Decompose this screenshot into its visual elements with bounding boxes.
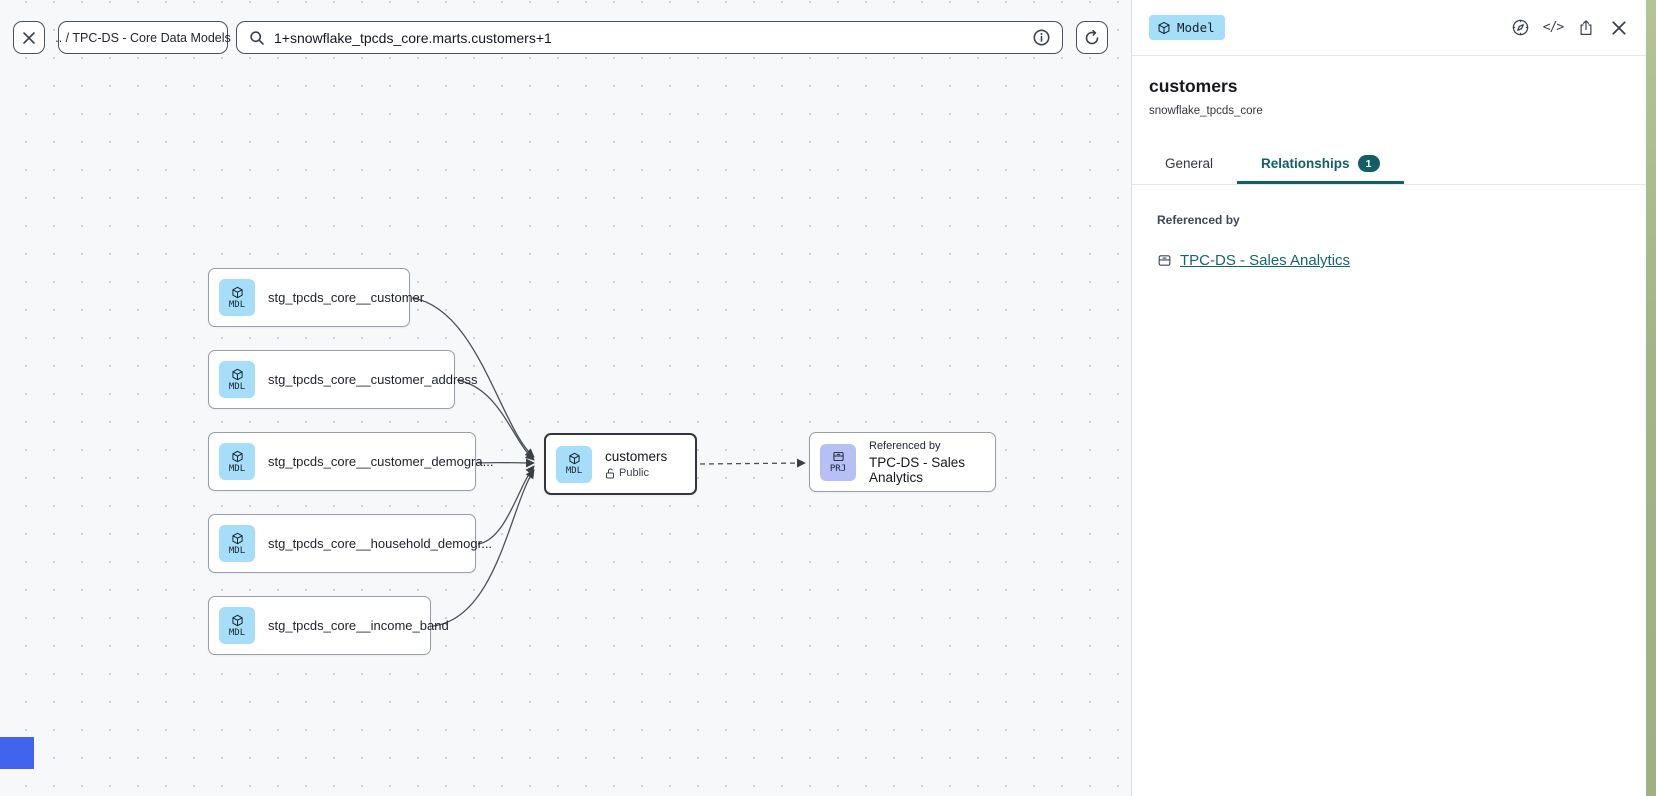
lineage-search-box bbox=[236, 21, 1063, 54]
node-label: stg_tpcds_core__household_demogr... bbox=[268, 536, 493, 551]
panel-title: customers bbox=[1149, 76, 1238, 96]
referenced-by-section: Referenced by TPC-DS - Sales Analytics bbox=[1132, 185, 1646, 269]
breadcrumb[interactable]: .. / TPC-DS - Core Data Models bbox=[55, 21, 231, 54]
node-customers-selected[interactable]: MDL customers Public bbox=[544, 433, 697, 495]
edge-customer bbox=[411, 297, 535, 458]
corner-indicator bbox=[0, 737, 34, 769]
panel-subtitle: snowflake_tpcds_core bbox=[1149, 105, 1263, 117]
edge-customer-address bbox=[456, 379, 535, 461]
referenced-by-heading: Referenced by bbox=[1157, 213, 1240, 227]
resource-type-label: Model bbox=[1177, 20, 1215, 35]
node-stg-tpcds-core-household-demographics[interactable]: MDL stg_tpcds_core__household_demogr... bbox=[208, 514, 492, 573]
edge-household-demographics bbox=[477, 465, 535, 545]
model-tile: MDL bbox=[219, 443, 255, 480]
node-type-label: MDL bbox=[565, 466, 583, 476]
referenced-project-link[interactable]: TPC-DS - Sales Analytics bbox=[1180, 252, 1351, 269]
node-label: stg_tpcds_core__customer bbox=[268, 290, 425, 305]
cube-icon bbox=[231, 450, 243, 462]
node-label: TPC-DS - Sales Analytics bbox=[869, 454, 966, 485]
node-type-label: MDL bbox=[228, 381, 246, 392]
project-icon bbox=[1158, 255, 1171, 266]
node-stg-tpcds-core-income-band[interactable]: MDL stg_tpcds_core__income_band bbox=[208, 596, 449, 655]
node-eyebrow: Referenced by bbox=[869, 439, 941, 452]
model-tile: MDL bbox=[219, 361, 255, 398]
resource-type-badge: Model bbox=[1149, 15, 1225, 40]
cube-icon bbox=[231, 532, 243, 544]
node-type-label: MDL bbox=[228, 299, 246, 310]
panel-header: Model </> bbox=[1132, 0, 1646, 56]
share-button[interactable] bbox=[1576, 18, 1596, 38]
project-icon bbox=[832, 451, 844, 462]
close-panel-button[interactable] bbox=[1609, 18, 1629, 38]
tab-relationships[interactable]: Relationships 1 bbox=[1237, 145, 1404, 184]
node-label: stg_tpcds_core__customer_address bbox=[268, 372, 478, 387]
model-tile: MDL bbox=[219, 525, 255, 562]
tab-count-badge: 1 bbox=[1357, 155, 1380, 172]
cube-icon bbox=[568, 452, 580, 465]
model-tile: MDL bbox=[219, 279, 255, 316]
node-label: stg_tpcds_core__customer_demogra... bbox=[268, 454, 494, 469]
node-referenced-project[interactable]: PRJ Referenced by TPC-DS - Sales Analyti… bbox=[809, 432, 996, 492]
lineage-close-button[interactable] bbox=[13, 21, 45, 54]
tab-label: Relationships bbox=[1261, 156, 1350, 171]
code-icon: </> bbox=[1542, 20, 1565, 35]
share-icon bbox=[1580, 19, 1592, 35]
node-type-label: MDL bbox=[228, 545, 246, 556]
panel-actions: </> bbox=[1510, 18, 1629, 38]
desktop-wallpaper-strip bbox=[1646, 0, 1656, 796]
panel-tabs: General Relationships 1 bbox=[1132, 145, 1646, 185]
refresh-button[interactable] bbox=[1076, 21, 1108, 54]
model-tile: MDL bbox=[219, 607, 255, 644]
explore-lineage-button[interactable] bbox=[1510, 18, 1530, 38]
project-tile: PRJ bbox=[820, 443, 856, 481]
node-label: stg_tpcds_core__income_band bbox=[268, 618, 449, 633]
cube-icon bbox=[1158, 21, 1170, 34]
node-type-label: PRJ bbox=[829, 464, 847, 474]
details-panel: Model </> bbox=[1131, 0, 1646, 796]
view-code-button[interactable]: </> bbox=[1542, 18, 1565, 38]
lineage-canvas[interactable]: .. / TPC-DS - Core Data Models bbox=[0, 0, 1131, 796]
node-access: Public bbox=[605, 467, 667, 479]
node-stg-tpcds-core-customer-demographics[interactable]: MDL stg_tpcds_core__customer_demogra... bbox=[208, 432, 493, 491]
panel-title-block: customers snowflake_tpcds_core bbox=[1132, 56, 1646, 117]
model-tile: MDL bbox=[556, 445, 592, 483]
edge-income-band bbox=[432, 469, 535, 627]
unlock-icon bbox=[606, 468, 614, 478]
info-icon[interactable] bbox=[1033, 29, 1050, 46]
node-type-label: MDL bbox=[228, 463, 246, 474]
close-icon bbox=[1612, 20, 1626, 35]
cube-icon bbox=[231, 614, 243, 626]
lineage-edges bbox=[411, 297, 806, 627]
cube-icon bbox=[231, 286, 243, 298]
tab-label: General bbox=[1165, 156, 1214, 171]
cube-icon bbox=[231, 368, 243, 380]
node-stg-tpcds-core-customer-address[interactable]: MDL stg_tpcds_core__customer_address bbox=[208, 350, 478, 409]
tab-general[interactable]: General bbox=[1141, 145, 1237, 184]
search-icon bbox=[250, 30, 264, 45]
node-stg-tpcds-core-customer[interactable]: MDL stg_tpcds_core__customer bbox=[208, 268, 424, 327]
compass-icon bbox=[1512, 19, 1528, 36]
node-type-label: MDL bbox=[228, 627, 246, 638]
refresh-icon bbox=[1085, 29, 1099, 44]
lineage-toolbar: .. / TPC-DS - Core Data Models bbox=[0, 0, 1131, 75]
referenced-project-row[interactable]: TPC-DS - Sales Analytics bbox=[1157, 252, 1629, 269]
node-label: customers bbox=[605, 449, 668, 464]
close-icon bbox=[23, 31, 35, 44]
edge-referenced-by bbox=[699, 458, 806, 468]
search-input[interactable] bbox=[274, 29, 1024, 46]
